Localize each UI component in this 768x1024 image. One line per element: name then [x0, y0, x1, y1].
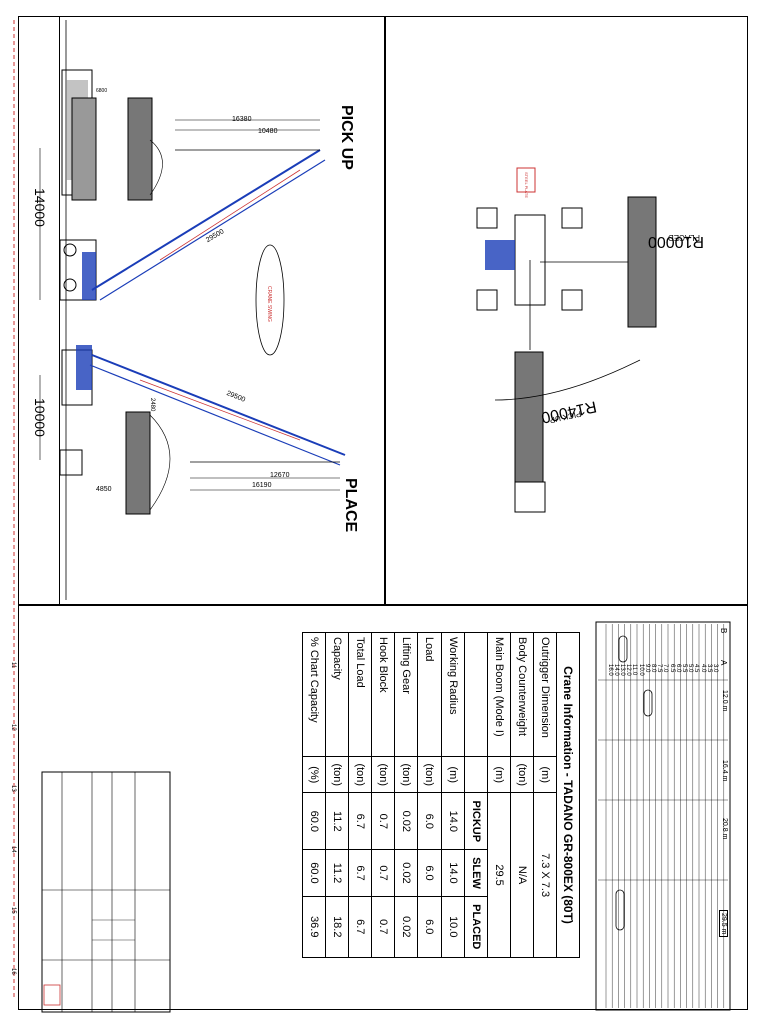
radius-label: 6.5: [668, 664, 675, 673]
radius-label: 16.0: [606, 664, 613, 676]
drawing-frame: [18, 16, 748, 1010]
vertical-divider: [384, 16, 386, 604]
left-panel-border: [59, 16, 60, 604]
radius-label: 13.0: [619, 664, 625, 676]
radius-label: 11.0: [631, 664, 638, 676]
dim-12670: 12670: [270, 472, 290, 479]
boom-20: 20.8 m: [721, 818, 728, 840]
radius-label: 5.0: [687, 664, 694, 673]
dim-16380: 16380: [232, 116, 252, 123]
radius-label: 9.0: [643, 664, 650, 673]
radius-label: 7.5: [656, 664, 663, 673]
radius-label: 5.5: [681, 664, 687, 673]
load-chart-header-b: B: [719, 628, 728, 634]
dim-6800: 6800: [96, 88, 108, 94]
boom-29: 29.5 m: [719, 910, 728, 938]
radius-label: 14.0: [612, 664, 619, 676]
radius-label: 7.0: [662, 664, 669, 673]
radius-label: 3.5: [705, 664, 712, 673]
radius-label: 4.0: [699, 664, 706, 673]
radius-label: 10.0: [637, 664, 644, 676]
load-chart-header-a: A: [719, 660, 728, 666]
radius-label: 12.0: [625, 664, 632, 676]
radius-label: 3.0: [712, 664, 718, 673]
boom-12: 12.0 m: [721, 690, 728, 712]
radius-label: 8.0: [650, 664, 656, 673]
horizontal-divider: [18, 604, 748, 606]
radius-label: 6.0: [674, 664, 681, 673]
dim-4850: 4850: [96, 486, 112, 493]
boom-16: 16.4 m: [721, 760, 728, 782]
dim-16190: 16190: [252, 482, 272, 489]
radius-label: 4.5: [693, 664, 700, 673]
dim-10480: 10480: [258, 128, 278, 135]
